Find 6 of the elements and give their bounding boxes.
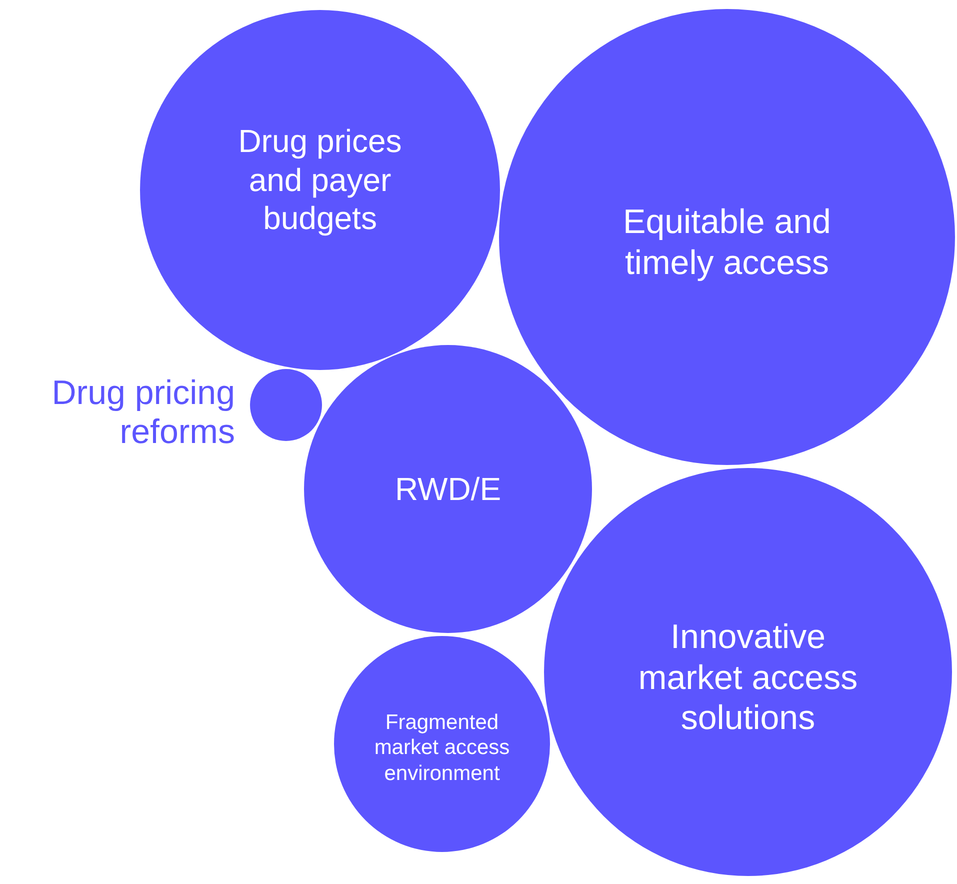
bubble-caption: Drug pricing reforms: [50, 374, 235, 452]
bubble-label: RWD/E: [394, 470, 502, 508]
bubble-label: Equitable and timely access: [622, 202, 832, 284]
bubble-label: Drug prices and payer budgets: [237, 122, 403, 238]
bubble-label: Fragmented market access environment: [373, 710, 511, 786]
bubble-label: Innovative market access solutions: [637, 616, 859, 740]
